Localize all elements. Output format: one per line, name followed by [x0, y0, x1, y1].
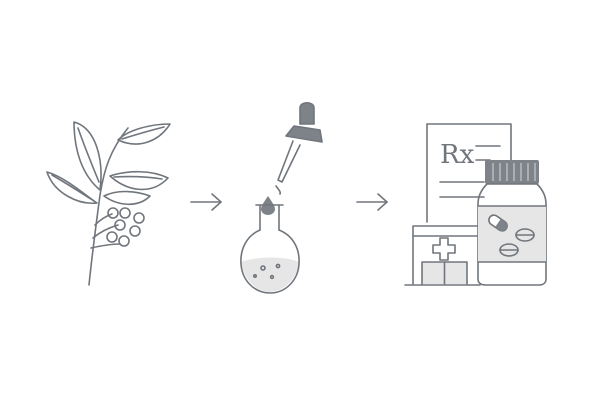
pill-bottle	[477, 160, 547, 286]
pharmacy-building	[404, 225, 481, 286]
plant-icon	[46, 121, 171, 286]
rx-symbol: Rx	[440, 140, 475, 170]
arrow-right-icon	[356, 193, 388, 211]
pharmacy-rx-icon: Rx	[404, 123, 547, 286]
dropper-flask-icon	[240, 101, 323, 294]
arrow-right-icon	[190, 193, 222, 211]
